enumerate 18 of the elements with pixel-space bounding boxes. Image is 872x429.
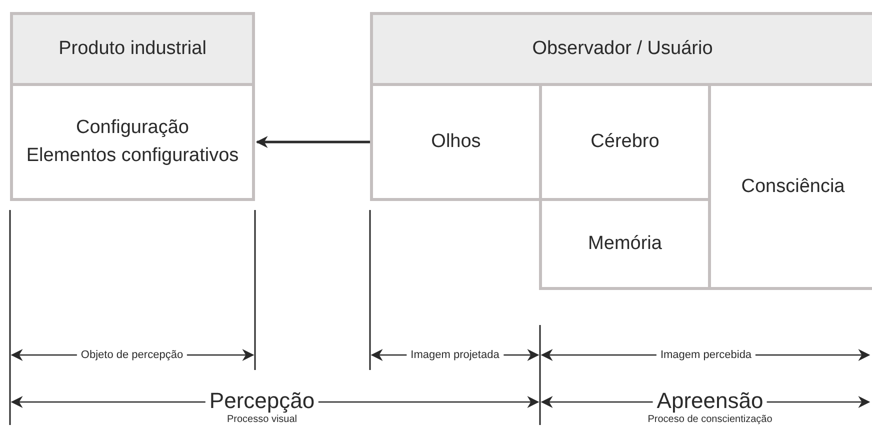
box-text: Produto industrial: [58, 37, 206, 61]
box-text: Configuração: [76, 116, 190, 140]
dimension-label: Apreensão: [652, 390, 768, 412]
arrow: [256, 136, 370, 148]
dimension-label: Percepção: [205, 390, 319, 412]
box-text: Consciência: [741, 174, 845, 198]
header-box: [370, 12, 872, 86]
content-box: [10, 83, 255, 201]
content-box: [370, 83, 542, 201]
box-text: Cérebro: [590, 130, 660, 154]
box-text: Olhos: [431, 130, 481, 154]
dimension-sublabel: Processo visual: [226, 415, 298, 425]
content-box: [539, 198, 711, 290]
dimension-sublabel: Proceso de conscientização: [648, 415, 772, 425]
box-text: Memória: [588, 232, 662, 256]
box-text: Observador / Usuário: [532, 37, 713, 61]
box-text: Elementos configurativos: [26, 144, 239, 168]
header-box: [10, 12, 255, 86]
